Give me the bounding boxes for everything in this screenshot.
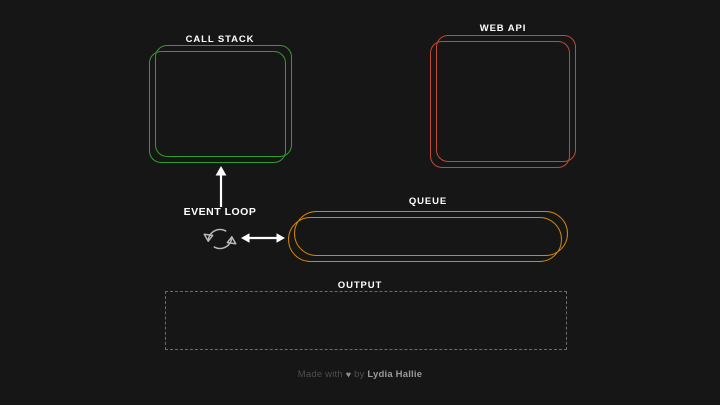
output-label: OUTPUT xyxy=(337,280,383,291)
queue-inner-ring xyxy=(294,211,568,256)
call-stack-label: CALL STACK xyxy=(185,34,255,45)
footer: Made with ♥ by Lydia Hallie xyxy=(0,369,720,380)
call-stack-panel[interactable] xyxy=(149,45,292,163)
footer-prefix: Made with xyxy=(297,369,343,380)
footer-author[interactable]: Lydia Hallie xyxy=(367,369,423,380)
web-api-outer-ring xyxy=(430,41,570,168)
queue-panel[interactable] xyxy=(288,211,568,262)
output-panel[interactable] xyxy=(165,291,567,350)
call-stack-inner-ring xyxy=(155,45,292,157)
event-loop-label: EVENT LOOP xyxy=(183,206,257,218)
event-loop-to-call-stack-arrow xyxy=(210,164,232,213)
web-api-inner-ring xyxy=(436,35,576,162)
heart-icon: ♥ xyxy=(345,369,352,380)
event-loop-to-queue-arrow xyxy=(240,230,286,251)
call-stack-outer-ring xyxy=(149,51,286,163)
web-api-panel[interactable] xyxy=(430,35,576,168)
queue-label: QUEUE xyxy=(408,196,448,207)
circular-arrows-icon[interactable] xyxy=(199,218,241,260)
footer-connector: by xyxy=(354,369,365,380)
web-api-label: WEB API xyxy=(479,23,527,34)
